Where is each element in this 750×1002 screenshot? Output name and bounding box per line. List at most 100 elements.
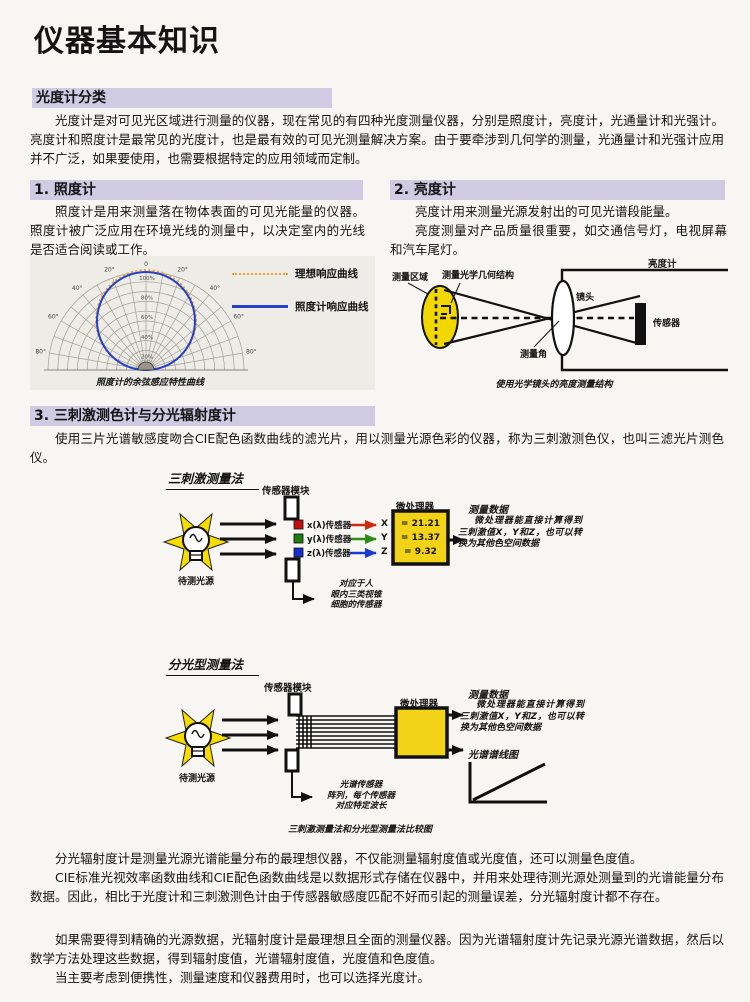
cosine-response-figure: 20° 20° 40° 40° 60° 60° 80° 80° 0 100% 80% 60% 40% 20… [30,256,375,390]
legend-response: 照度计响应曲线 [232,299,369,314]
geometry-leader [450,282,461,304]
angle-leader [533,320,560,348]
module-block-top [287,692,303,717]
fig2-data-heading: 测量数据 [468,690,508,701]
module-block-bottom [284,557,301,583]
lens-shape [550,279,576,357]
fig2-data-text: 微处理器能直接计算得到三刺激值X，Y和Z，也可以转换为其他色空间数据 [460,700,584,733]
closing-block-1: 分光辐射度计是测量光源光谱能量分布的最理想仪器，不仅能测量辐射度值或光度值，还可… [30,849,724,906]
array-note: 光谱传感器 阵列，每个传感器 对应特定波长 [326,780,395,811]
x-letter: X [381,519,388,529]
svg-text:80°: 80° [246,348,257,355]
polar-grid: 20° 20° 40° 40° 60° 60° 80° 80° 0 100% 80% 60% 40% 20… [35,261,257,371]
luminance-diagram-caption: 使用光学镜头的亮度测量结构 [495,379,614,390]
tristimulus-text: 使用三片光谱敏感度吻合CIE配色函数曲线的滤光片，用以测量光源色彩的仪器，称为三… [30,431,724,465]
tristimulus-paragraph: 使用三片光谱敏感度吻合CIE配色函数曲线的滤光片，用以测量光源色彩的仪器，称为三… [30,429,724,467]
legend-ideal: 理想响应曲线 [232,266,358,281]
svg-text:0: 0 [144,261,148,268]
luminance-meter-diagram: 测量区域 测量光学几何结构 亮度计 镜头 传感器 测量角 使用光学镜头的亮度测量… [392,258,728,390]
svg-text:40°: 40° [72,285,83,292]
fig1-module-label: 传感器模块 [262,486,310,497]
spectrum-graph-label: 光谱谱线图 [468,750,518,761]
page-title: 仪器基本知识 [34,24,220,59]
module-block-bottom [284,748,300,773]
fig2-source-label: 待测光源 [178,774,215,784]
luminance-meter-figure: 测量区域 测量光学几何结构 亮度计 镜头 传感器 测量角 使用光学镜头的亮度测量… [378,256,732,394]
svg-text:60%: 60% [141,315,153,321]
module-block-top [283,495,300,521]
svg-text:20°: 20° [177,266,188,273]
z-sensor-label: z(λ)传感器 [307,549,351,559]
ideal-response-curve [95,269,197,371]
svg-text:20%: 20% [141,354,153,360]
svg-text:20°: 20° [104,266,115,273]
sensor-shape [635,303,646,345]
spectral-method-figure: 分光型测量法 待测光源 传感器模块 微处理器 测量数据 微处理器能直接计算得到三… [150,650,745,820]
classification-paragraph: 光度计是对可见光区域进行测量的仪器，现在常见的有四种光度测量仪器，分别是照度计，… [30,111,724,168]
fig2-processor-label: 微处理器 [400,699,439,710]
fig2-module-label: 传感器模块 [264,683,312,694]
y-letter: Y [381,533,388,543]
svg-text:80°: 80° [35,348,46,355]
svg-text:40°: 40° [209,285,220,292]
array-note-arrow [291,771,313,802]
fig1-data-text: 微处理器能直接计算得到三刺激值X，Y和Z，也可以转换为其他色空间数据 [458,516,582,549]
lens-label: 镜头 [576,291,594,303]
ideal-curve-swatch [232,272,288,275]
cone-line-lower [443,294,641,346]
spectral-sensor-array [296,715,396,749]
geometry-mark [441,305,451,315]
cone-note: 对应于人 眼内三类视锥 细胞的传感器 [330,579,382,610]
svg-text:40%: 40% [141,335,153,341]
spectrum-axes [468,762,547,804]
polar-chart: 20° 20° 40° 40° 60° 60° 80° 80° 0 100% 80% 60% 40% 20… [35,261,257,371]
fig2-title: 分光型测量法 [166,654,260,676]
closing-text-4: 当主要考虑到便携性，测量速度和仪器费用时，也可以选择光度计。 [55,970,431,985]
tristimulus-diagram [163,495,465,604]
z-filter-swatch [293,547,304,558]
meter-label: 亮度计 [648,258,677,270]
area-leader [407,282,429,295]
cone-note-arrow [292,581,315,604]
fig1-processor-label: 微处理器 [396,502,435,513]
illuminance-paragraph: 照度计是用来测量落在物体表面的可见光能量的仪器。照度计被广泛应用在环境光线的测量… [30,202,365,259]
light-bulb-icon [165,709,231,767]
x-sensor-label: x(λ)传感器 [307,521,352,531]
fig1-source-label: 待测光源 [177,577,214,587]
area-label: 测量区域 [392,271,428,283]
x-value: = 21.21 [400,519,441,529]
luminance-text-2: 亮度测量对产品质量很重要，如交通信号灯，电视屏幕和汽车尾灯。 [390,223,727,257]
y-sensor-label: y(λ)传感器 [307,535,352,545]
section-heading-luminance: 2. 亮度计 [390,180,725,200]
y-value: = 13.37 [400,533,441,543]
sensor-dome-icon [137,361,155,371]
x-filter-swatch [293,519,304,530]
y-filter-swatch [293,533,304,544]
luminance-text-1: 亮度计用来测量光源发射出的可见光谱段能量。 [415,204,678,219]
svg-text:100%: 100% [139,276,155,282]
closing-block-2: 如果需要得到精确的光源数据，光辐射度计是最理想且全面的测量仪器。因为光谱辐射度计… [30,930,724,987]
closing-text-2: CIE标准光视效率函数曲线和CIE配色函数曲线是以数据形式存储在仪器中，并用来处… [30,870,724,904]
light-bulb-icon [163,513,229,571]
svg-text:80%: 80% [141,296,153,302]
processor-box [394,706,449,759]
response-curve-label: 照度计响应曲线 [295,301,369,313]
section-heading-tristimulus: 3. 三刺激测色计与分光辐射度计 [30,406,375,426]
svg-text:60°: 60° [233,314,244,321]
luminance-paragraph: 亮度计用来测量光源发射出的可见光谱段能量。 亮度测量对产品质量很重要，如交通信号… [390,202,727,259]
closing-text-3: 如果需要得到精确的光源数据，光辐射度计是最理想且全面的测量仪器。因为光谱辐射度计… [30,932,724,966]
fig1-data-heading: 测量数据 [468,505,508,516]
compare-caption: 三刺激测量法和分光型测量法比较图 [287,825,432,835]
svg-text:60°: 60° [48,314,59,321]
spectral-diagram [165,692,547,804]
closing-text-1: 分光辐射度计是测量光源光谱能量分布的最理想仪器，不仅能测量辐射度值或光度值，还可… [55,851,643,866]
z-letter: Z [381,547,388,557]
polar-caption: 照度计的余弦感应特性曲线 [95,378,204,388]
sensor-label: 传感器 [652,317,681,329]
classification-text: 光度计是对可见光区域进行测量的仪器，现在常见的有四种光度测量仪器，分别是照度计，… [30,113,724,166]
spectrum-line [472,762,546,802]
cone-line-upper [443,288,641,346]
fig1-title: 三刺激测量法 [166,468,260,490]
z-value: = 9.32 [404,547,437,557]
ideal-curve-label: 理想响应曲线 [295,268,358,280]
